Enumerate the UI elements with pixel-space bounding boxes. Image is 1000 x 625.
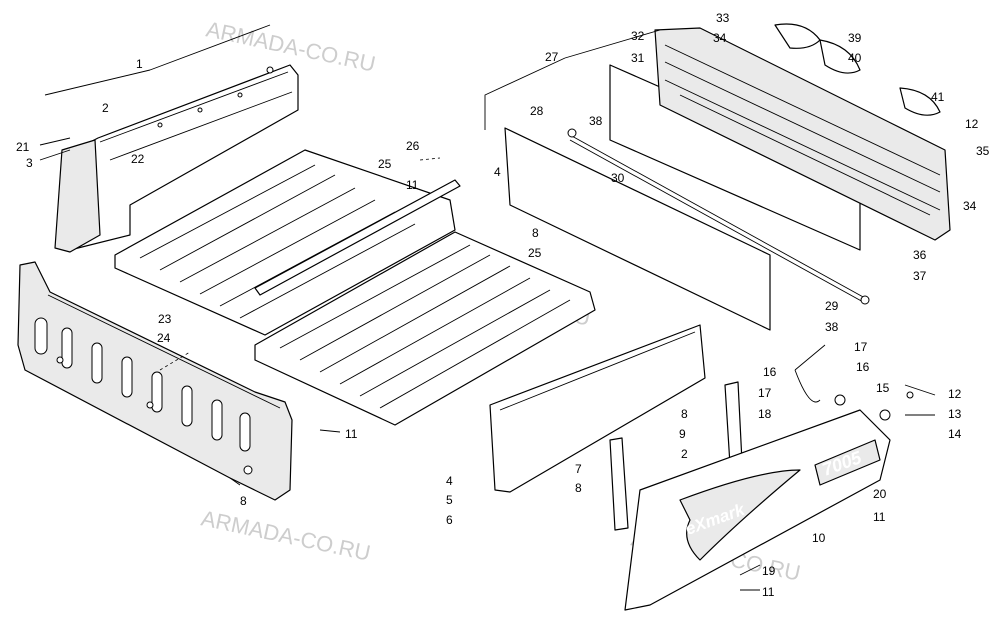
support-rod bbox=[567, 128, 870, 305]
floor-panel-right bbox=[254, 231, 596, 426]
callout: 10 bbox=[812, 531, 826, 545]
callout: 27 bbox=[545, 50, 559, 64]
callout: 28 bbox=[530, 104, 544, 118]
callout: 5 bbox=[446, 493, 453, 507]
front-wall-panel bbox=[54, 64, 299, 253]
callout: 20 bbox=[873, 487, 887, 501]
uprights bbox=[609, 381, 743, 531]
callout: 13 bbox=[948, 407, 962, 421]
callout: 30 bbox=[611, 171, 625, 185]
callout: 25 bbox=[528, 246, 542, 260]
callout: 4 bbox=[446, 474, 453, 488]
callout: 6 bbox=[446, 513, 453, 527]
callout: 11 bbox=[762, 585, 775, 599]
callout: 9 bbox=[679, 427, 686, 441]
callout: 38 bbox=[589, 114, 603, 128]
callout-labels: 1 2 3 21 22 23 24 8 11 25 26 11 8 25 27 … bbox=[16, 11, 990, 599]
callout: 29 bbox=[825, 299, 839, 313]
callout: 11 bbox=[873, 510, 886, 524]
back-panel bbox=[504, 127, 771, 331]
side-wall-panel bbox=[489, 324, 706, 493]
callout: 40 bbox=[848, 51, 862, 65]
callout: 8 bbox=[681, 407, 688, 421]
callout: 2 bbox=[681, 447, 688, 461]
floor-panel-left bbox=[114, 149, 456, 336]
callout: 23 bbox=[158, 312, 172, 326]
callout: 11 bbox=[345, 427, 358, 441]
callout: 18 bbox=[758, 407, 772, 421]
floor-seam-strip bbox=[254, 179, 461, 296]
rear-wall-panel bbox=[17, 261, 293, 501]
callout: 12 bbox=[965, 117, 979, 131]
callout: 8 bbox=[240, 494, 247, 508]
callout: 8 bbox=[532, 226, 539, 240]
callout: 1 bbox=[136, 57, 143, 71]
callout: 36 bbox=[913, 248, 927, 262]
callout: 17 bbox=[854, 340, 868, 354]
callout: 16 bbox=[763, 365, 777, 379]
callout: 31 bbox=[631, 51, 645, 65]
callout: 14 bbox=[948, 427, 962, 441]
latch-hardware bbox=[794, 369, 914, 421]
callout: 24 bbox=[157, 331, 171, 345]
callout: 41 bbox=[931, 90, 945, 104]
callout: 11 bbox=[406, 178, 419, 192]
callout: 35 bbox=[976, 144, 990, 158]
watermark: ARMADA-CO.RU bbox=[199, 505, 373, 565]
callout: 16 bbox=[856, 360, 870, 374]
callout: 22 bbox=[131, 152, 145, 166]
callout: 17 bbox=[758, 386, 772, 400]
callout: 2 bbox=[102, 101, 109, 115]
tailgate-assembly bbox=[654, 27, 951, 241]
callout: 37 bbox=[913, 269, 927, 283]
tailgate-decals bbox=[774, 23, 941, 116]
callout: 39 bbox=[848, 31, 862, 45]
callout: 12 bbox=[948, 387, 962, 401]
side-guard: eXmark 7005 bbox=[624, 409, 891, 611]
callout: 8 bbox=[575, 481, 582, 495]
callout: 34 bbox=[713, 31, 727, 45]
callout: 4 bbox=[494, 165, 501, 179]
callout: 34 bbox=[963, 199, 977, 213]
callout: 21 bbox=[16, 140, 30, 154]
leader-lines bbox=[39, 24, 936, 591]
callout: 3 bbox=[26, 156, 33, 170]
callout: 7 bbox=[575, 462, 582, 476]
callout: 38 bbox=[825, 320, 839, 334]
callout: 32 bbox=[631, 29, 645, 43]
callout: 25 bbox=[378, 157, 392, 171]
callout: 33 bbox=[716, 11, 730, 25]
callout: 19 bbox=[762, 564, 776, 578]
callout: 15 bbox=[876, 381, 890, 395]
callout: 26 bbox=[406, 139, 420, 153]
